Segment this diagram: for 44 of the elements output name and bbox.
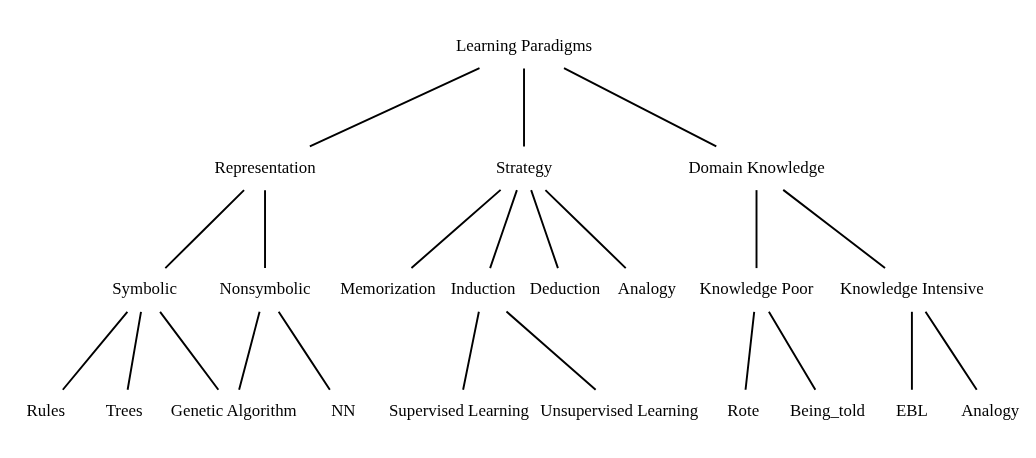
node-text: Knowledge Intensive — [840, 279, 984, 299]
connector — [489, 189, 518, 270]
node-text: Representation — [214, 157, 316, 177]
connector — [530, 189, 559, 270]
node-text: Being_told — [790, 400, 866, 420]
node-text: Strategy — [495, 157, 553, 177]
connector — [308, 67, 481, 148]
connector — [159, 310, 220, 391]
connector — [410, 188, 502, 269]
node-text: Nonsymbolic — [219, 279, 311, 299]
node-text: Learning Paradigms — [455, 35, 593, 55]
connector — [61, 310, 129, 391]
connector — [238, 310, 261, 391]
node-text: Analogy — [617, 279, 676, 299]
connector — [910, 310, 913, 391]
node-text: Induction — [450, 279, 516, 299]
connector — [126, 310, 142, 391]
node-text: Analogy — [961, 400, 1020, 420]
node-text: Symbolic — [112, 279, 177, 299]
node-text: Trees — [105, 400, 143, 420]
connector — [277, 310, 331, 391]
connector — [782, 188, 886, 269]
connector — [544, 189, 627, 270]
node-text: Supervised Learning — [388, 400, 529, 420]
connector — [755, 189, 758, 270]
node-text: Deduction — [529, 279, 601, 299]
connector — [505, 310, 597, 391]
connector — [264, 189, 266, 270]
connector — [164, 189, 245, 270]
connector — [744, 310, 756, 391]
node-text: Memorization — [340, 279, 436, 299]
node-text: NN — [331, 400, 356, 420]
node-text: Rote — [727, 400, 760, 420]
node-text: Rules — [26, 400, 65, 420]
connector — [924, 310, 978, 391]
connector — [563, 67, 718, 148]
node-text: Knowledge Poor — [699, 279, 814, 299]
connector — [462, 310, 480, 391]
node-text: Domain Knowledge — [688, 157, 825, 177]
node-text: Unsupervised Learning — [540, 400, 699, 420]
connector — [767, 310, 817, 391]
node-text: Genetic Algorithm — [170, 400, 297, 420]
connector — [523, 67, 525, 148]
node-text: EBL — [895, 400, 928, 420]
